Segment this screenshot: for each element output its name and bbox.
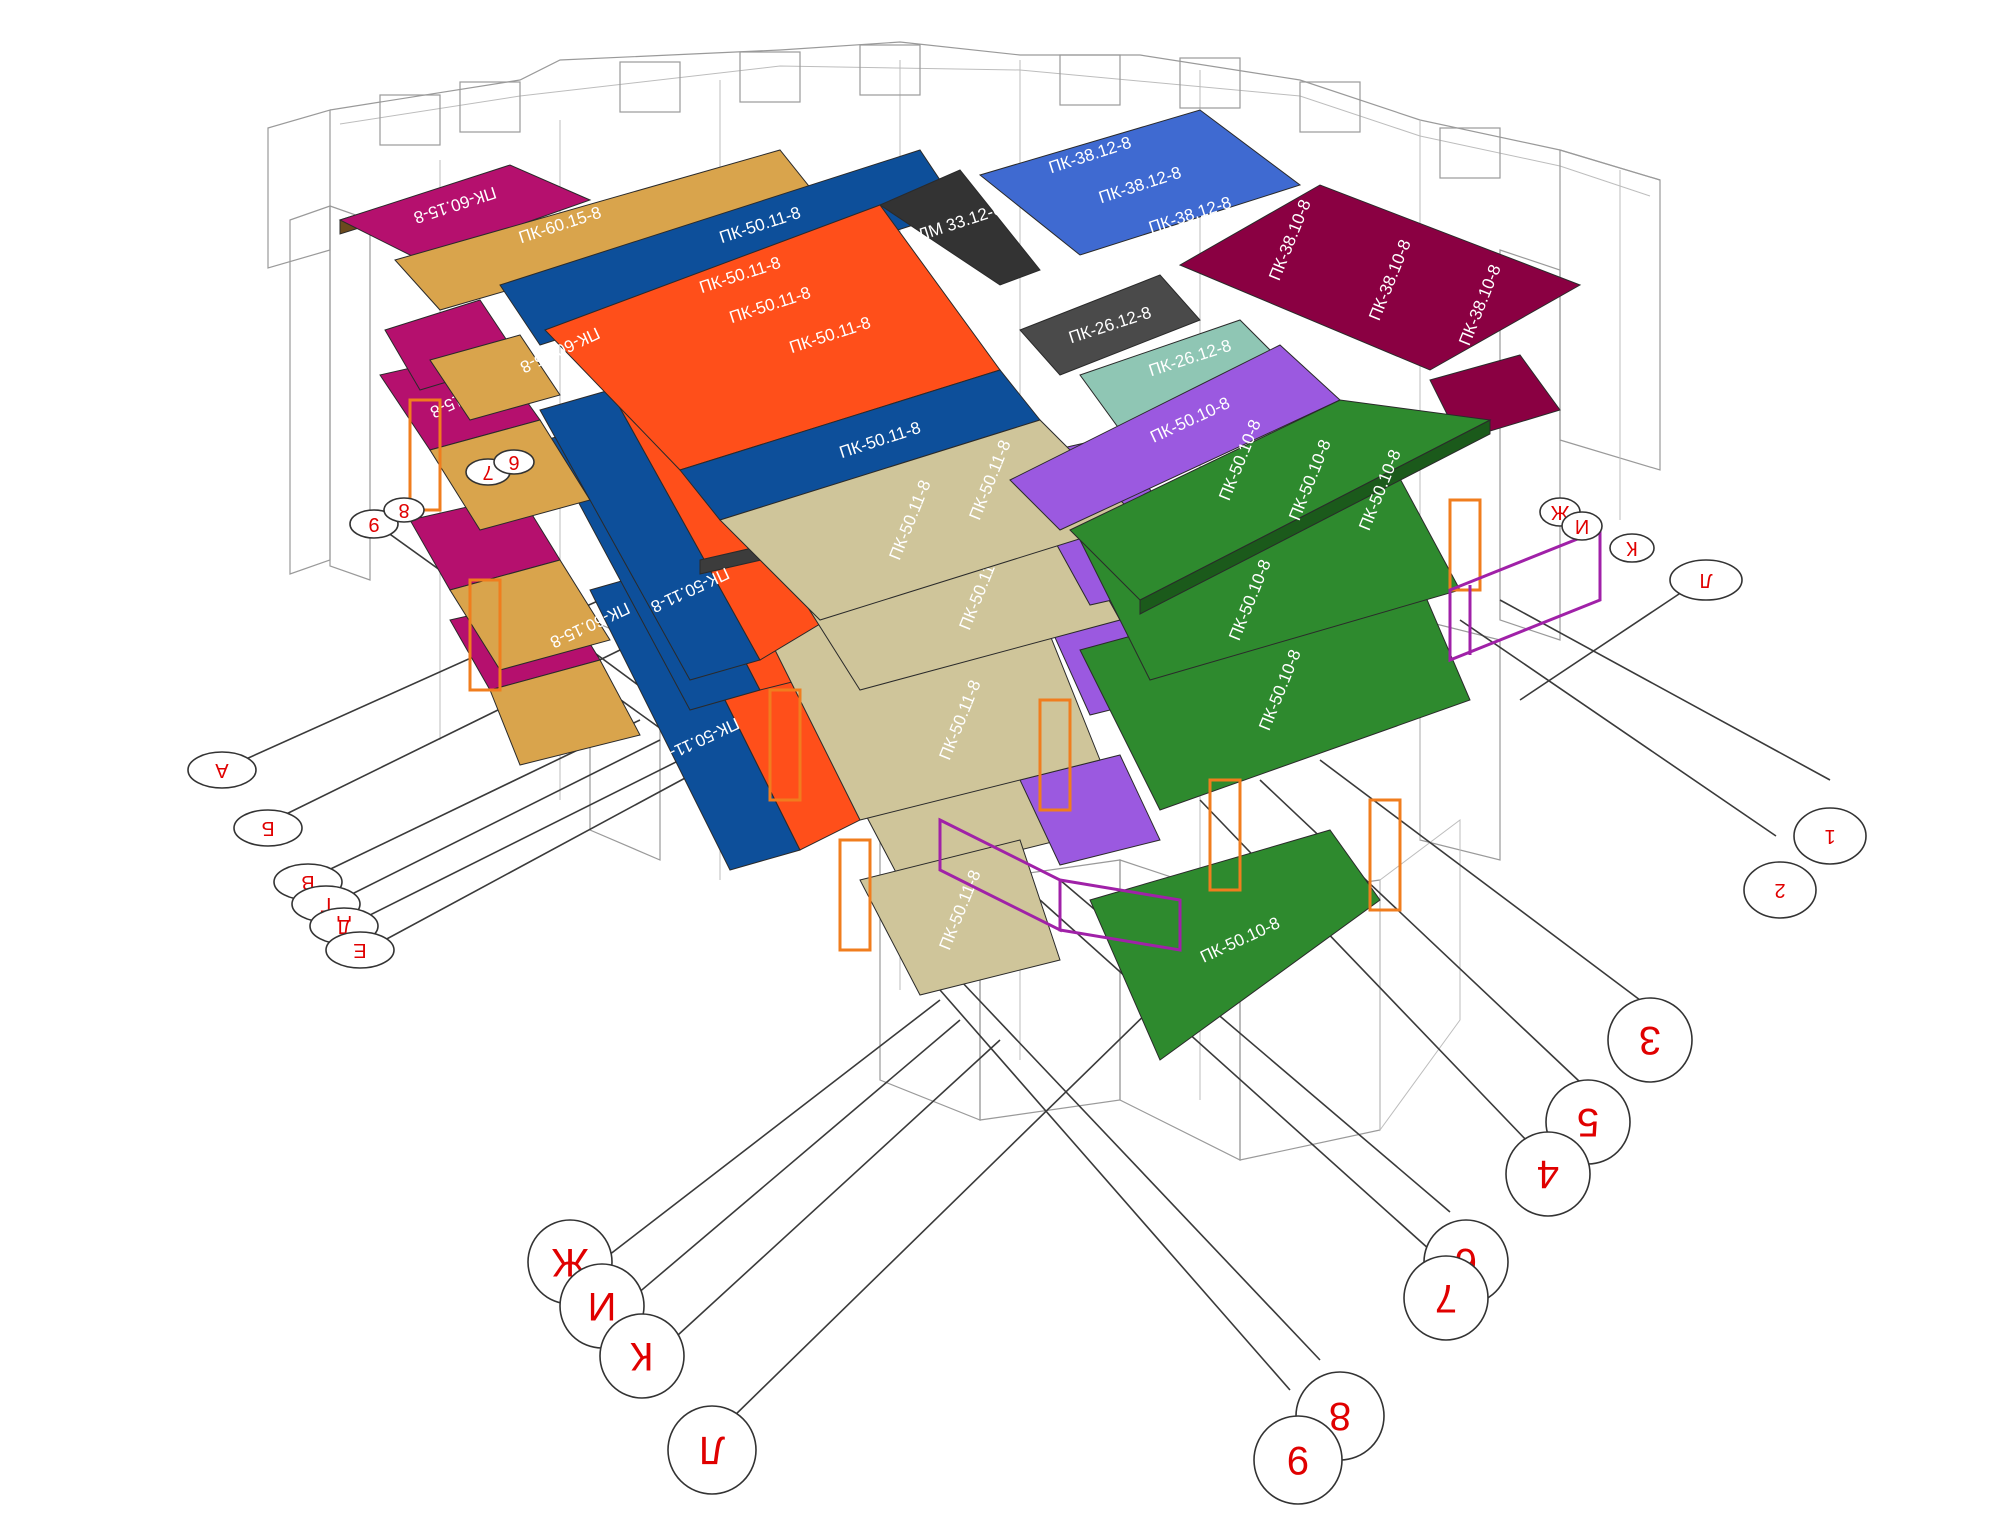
- svg-text:Л: Л: [1699, 569, 1712, 591]
- svg-text:И: И: [588, 1284, 617, 1328]
- svg-text:Д: Д: [337, 915, 351, 937]
- svg-text:1: 1: [1824, 825, 1835, 847]
- axis-bubble-left-a: А: [187, 751, 257, 789]
- svg-text:9: 9: [368, 513, 379, 535]
- axis-bubble-right-l: Л: [1669, 559, 1743, 601]
- svg-text:8: 8: [398, 499, 409, 521]
- slab-green-f4: [1069, 399, 1492, 601]
- svg-text:И: И: [1575, 515, 1589, 537]
- svg-text:Ж: Ж: [1550, 501, 1569, 523]
- slab-tan-f2: [449, 559, 611, 671]
- axis-bubble-bottom-8: 8: [1295, 1371, 1385, 1461]
- svg-text:7: 7: [482, 461, 493, 483]
- svg-text:8: 8: [1329, 1394, 1351, 1438]
- axis-bubble-top-8: 8: [383, 497, 425, 523]
- svg-text:7: 7: [1435, 1276, 1457, 1320]
- svg-text:Г: Г: [320, 893, 331, 915]
- slab-green-f1: [1089, 829, 1381, 1061]
- axis-bubble-right-i: И: [1561, 511, 1603, 541]
- axis-bubble-right-1: 1: [1793, 807, 1867, 865]
- floor-4-slabs: ПК-60.15-8 ПК-60.15-8 ПК-50.11-8 ПК-50.1…: [338, 109, 1582, 953]
- axis-bubble-bottom-4: 4: [1505, 1131, 1591, 1217]
- axis-bubbles: А Б В Г Д Е 9 8: [187, 449, 1867, 1505]
- axis-bubble-right-k: К: [1609, 533, 1655, 563]
- svg-text:4: 4: [1537, 1152, 1559, 1196]
- slab-tan-f4b: [429, 334, 561, 421]
- axis-bubble-bottom-9: 9: [1253, 1415, 1343, 1505]
- axis-bubble-left-e: Е: [325, 931, 395, 969]
- svg-text:К: К: [1626, 537, 1638, 559]
- window-frames: [408, 398, 1602, 952]
- axis-bubble-bottom-k: К: [599, 1313, 685, 1399]
- axis-bubble-bottom-7: 7: [1403, 1255, 1489, 1341]
- slab-beige-f1b: [859, 839, 1061, 996]
- svg-text:А: А: [215, 759, 229, 781]
- slab-midgray-f4: [1019, 274, 1201, 376]
- axis-bubble-top-9: 9: [349, 509, 399, 539]
- slab-tan-f1: [489, 659, 641, 766]
- axis-bubble-left-b: Б: [233, 809, 303, 847]
- svg-text:Е: Е: [353, 939, 366, 961]
- slab-darkgray-f4: [878, 169, 1041, 286]
- svg-text:Л: Л: [699, 1428, 725, 1472]
- slab-magenta-f4: [338, 164, 592, 261]
- axis-bubble-top-6: 6: [493, 449, 535, 475]
- axis-bubble-bottom-3: 3: [1607, 997, 1693, 1083]
- svg-text:6: 6: [508, 451, 519, 473]
- slab-lightblue-f4: [978, 109, 1302, 256]
- svg-text:Б: Б: [261, 817, 274, 839]
- svg-text:3: 3: [1639, 1018, 1661, 1062]
- svg-text:9: 9: [1287, 1438, 1309, 1482]
- svg-text:К: К: [630, 1334, 654, 1378]
- slab-maroon-f4: [1178, 184, 1582, 371]
- axis-bubble-right-2: 2: [1743, 861, 1817, 919]
- svg-text:2: 2: [1774, 879, 1785, 901]
- axis-bubble-bottom-l: Л: [667, 1405, 757, 1495]
- svg-text:5: 5: [1577, 1100, 1599, 1144]
